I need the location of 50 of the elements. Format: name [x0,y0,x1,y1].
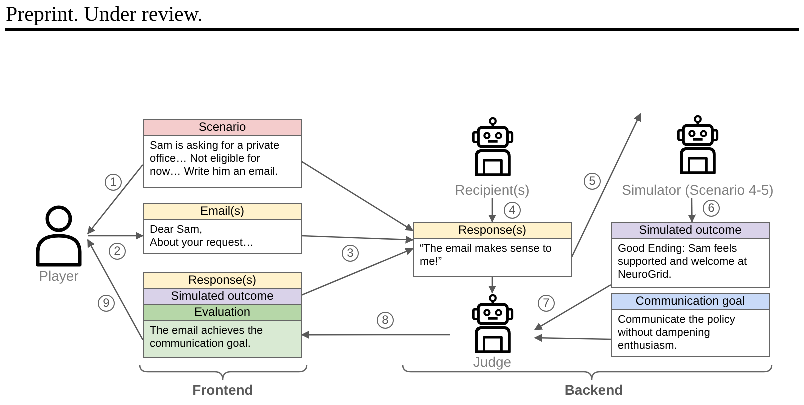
step-number: 8 [377,312,394,329]
section-header: Simulated outcome [144,289,301,305]
arrow [88,164,144,235]
step-number: 5 [584,173,601,190]
info-card [143,203,302,254]
arrow [534,334,612,342]
section-header: Simulated outcome [612,223,769,239]
section-header: Scenario [144,120,301,136]
arrow [301,331,450,340]
agent-label: Simulator (Scenario 4-5) [622,182,774,198]
info-card [143,119,302,188]
agent-label: Recipient(s) [455,182,530,198]
step-number: 6 [703,200,720,217]
step-number: 3 [342,245,359,262]
arrow [571,113,642,258]
group-label: Backend [564,382,624,399]
arrow [302,161,414,232]
section-header: Response(s) [414,223,571,239]
arrow [534,284,612,331]
body-text: “The email makes sense to me!” [420,243,554,269]
info-card [611,222,770,288]
body-text: The email achieves the communication goal. [150,325,264,351]
arrow [488,277,496,294]
running-header: Preprint. Under review. [6,3,203,26]
arrow [87,239,144,340]
info-card [143,272,302,358]
step-number: 9 [98,295,115,312]
arrow [302,248,414,296]
body-text: Communicate the policy without dampening enthusiasm. [618,314,736,353]
step-number: 7 [538,295,555,312]
body-text: About your request… [150,237,255,250]
step-number: 1 [105,174,122,191]
step-number: 2 [109,243,126,260]
info-card [611,293,770,357]
section-header: Email(s) [144,204,301,220]
step-number: 4 [504,202,521,219]
section-header: Communication goal [612,294,769,310]
body-text: Good Ending: Sam feels supported and welcome at NeuroGrid. [618,243,748,282]
agent-label: Judge [473,354,512,370]
section-header: Evaluation [144,305,301,321]
player-label: Player [39,268,79,284]
group-label: Frontend [192,382,254,399]
info-card [413,222,572,277]
arrow [488,198,496,223]
body-text: Sam is asking for a private office… Not eligible for now… Write him an email. [150,140,281,179]
section-header: Response(s) [144,273,301,289]
arrow [688,198,696,223]
body-text: Dear Sam, [150,224,204,237]
arrow [302,235,414,244]
arrow [88,232,144,240]
